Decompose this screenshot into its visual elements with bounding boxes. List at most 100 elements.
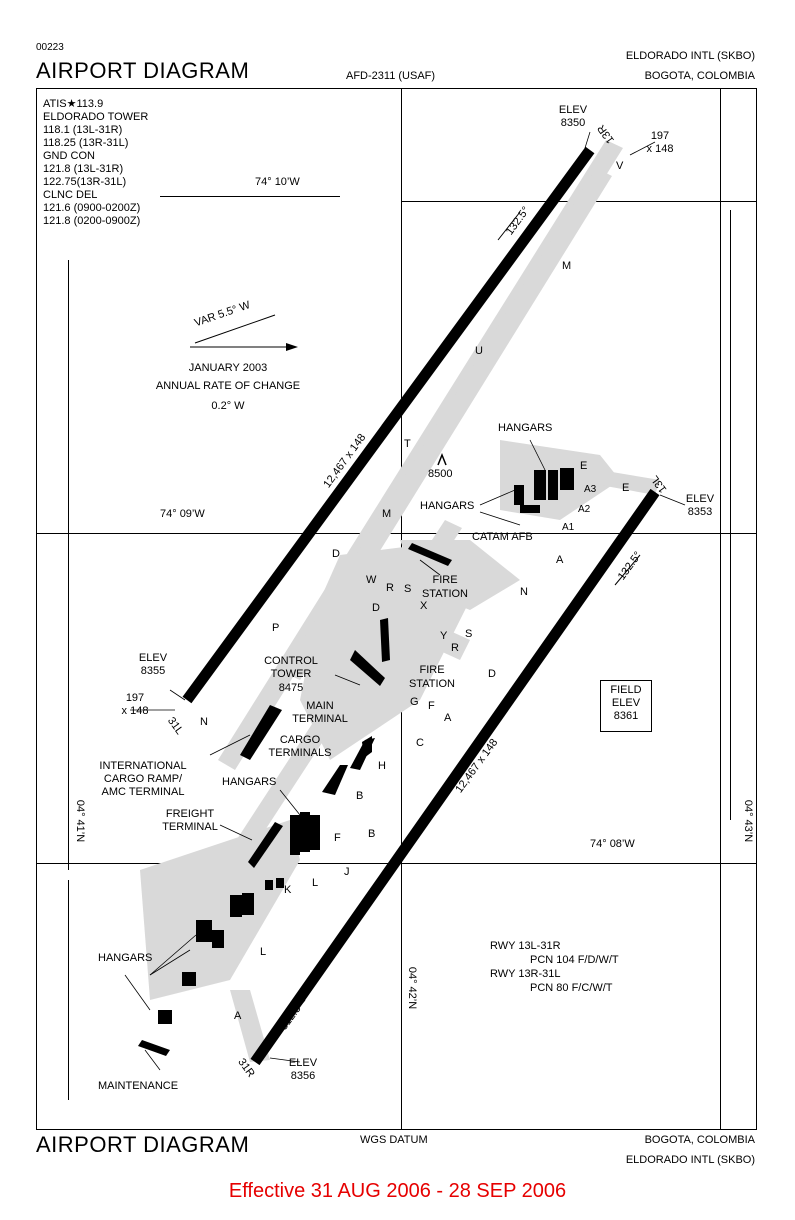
heading-arrow: [214, 629, 239, 661]
grid-line-vertical: [720, 89, 721, 1129]
taxiway-f-north: F: [428, 700, 435, 712]
label-fire-station-2a: FIRE: [419, 664, 445, 676]
taxiway-l-north: L: [312, 877, 319, 889]
elev-13l-value: 8353: [687, 506, 713, 518]
label-cargo-terminals-b: TERMINALS: [268, 747, 332, 759]
footer-airport: ELDORADO INTL (SKBO): [625, 1154, 755, 1166]
label-hangars-mid: HANGARS: [420, 500, 475, 512]
variation-rate-label: ANNUAL RATE OF CHANGE: [155, 380, 301, 392]
taxiway-a-north: A: [556, 554, 564, 566]
taxiway-a1: A1: [562, 522, 575, 533]
taxiway-r-south: R: [451, 642, 459, 654]
taxiway-d-south: D: [488, 668, 496, 680]
taxiway-j: J: [344, 866, 350, 878]
footer-title: AIRPORT DIAGRAM: [36, 1132, 250, 1157]
taxiway-t: T: [404, 438, 411, 450]
label-hangars-sw1: HANGARS: [222, 776, 277, 788]
label-freight-terminal-b: TERMINAL: [162, 821, 218, 833]
elev-31l-label: ELEV: [138, 652, 168, 664]
label-intl-cargo-b: CARGO RAMP/: [103, 773, 183, 785]
taxiway-f-south: F: [334, 832, 341, 844]
label-main-terminal-b: TERMINAL: [292, 713, 348, 725]
elev-13r-label: ELEV: [558, 104, 588, 116]
taxiway-y: Y: [440, 630, 448, 642]
heading-arrow: [497, 211, 521, 241]
pcn-runway-2: RWY 13R-31L: [490, 968, 561, 980]
freq-tower-2: 118.25 (13R-31L): [43, 137, 129, 149]
taxiway-l-south: L: [260, 946, 267, 958]
label-hangars-ne: HANGARS: [498, 422, 553, 434]
buildings: [138, 468, 574, 1056]
taxiway-p: P: [272, 622, 280, 634]
effective-dates: Effective 31 AUG 2006 - 28 SEP 2006: [228, 1180, 567, 1202]
displaced-13r-2: x 148: [646, 143, 674, 155]
label-intl-cargo-c: AMC TERMINAL: [101, 786, 185, 798]
longitude-1010: 74° 10’W: [255, 176, 300, 188]
grid-line-horizontal: [37, 533, 756, 534]
label-control-tower-a: CONTROL: [264, 655, 318, 667]
runway-13l-31r: [250, 488, 660, 1066]
freq-tower-1: 118.1 (13L-31R): [43, 124, 123, 136]
elev-13r-value: 8350: [560, 117, 586, 129]
freq-clearance-1: 121.6 (0900-0200Z): [43, 202, 141, 214]
taxiway-a2: A2: [578, 504, 591, 515]
pcn-runway-1: RWY 13L-31R: [490, 940, 561, 952]
latitude-41: 04° 41’N: [74, 799, 86, 843]
taxiway-d-mid: D: [372, 602, 380, 614]
taxiway-n-east: N: [520, 586, 528, 598]
taxiway-k: K: [284, 884, 292, 896]
obstacle-elevation: 8500: [428, 468, 453, 480]
freq-clearance-2: 121.8 (0200-0900Z): [43, 215, 141, 227]
variation-arrowhead: [286, 343, 298, 351]
field-elevation-box: FIELD ELEV 8361: [600, 680, 652, 732]
taxiway-d-north: D: [332, 548, 340, 560]
latitude-43: 04° 43’N: [742, 799, 754, 843]
pcn-runway-1-value: PCN 104 F/D/W/T: [530, 954, 619, 966]
border-ticks: [68, 196, 731, 1100]
leader-lines: [124, 131, 686, 1071]
label-catam: CATAM AFB: [472, 531, 533, 543]
displaced-31l-2: x 148: [121, 705, 149, 717]
variation-line: [194, 314, 276, 344]
freq-ground-1: 121.8 (13L-31R): [43, 163, 124, 175]
taxiway-e-east: E: [622, 482, 630, 494]
taxiway-b-north: B: [356, 790, 364, 802]
taxiway-s-north: S: [404, 583, 412, 595]
taxiway-a-mid: A: [444, 712, 452, 724]
freq-ground-2: 122.75(13R-31L): [43, 176, 127, 188]
footer-datum: WGS DATUM: [360, 1134, 428, 1146]
taxiway-a-south: A: [234, 1010, 242, 1022]
field-elev-l2: ELEV: [611, 697, 641, 709]
airport-name: ELDORADO INTL (SKBO): [625, 50, 755, 62]
freq-atis: ATIS★113.9: [43, 98, 104, 110]
taxiway-s-south: S: [465, 628, 473, 640]
taxiway-m-north: M: [562, 260, 572, 272]
footer-city: BOGOTA, COLOMBIA: [644, 1134, 755, 1146]
taxiway-x: X: [420, 600, 428, 612]
label-fire-station-2b: STATION: [408, 678, 456, 690]
displaced-31l-1: 197: [125, 692, 145, 704]
taxiway-m-south: M: [382, 508, 392, 520]
pavement: [140, 140, 660, 1062]
label-maintenance: MAINTENANCE: [98, 1080, 179, 1092]
field-elev-l1: FIELD: [610, 684, 642, 696]
label-control-tower-b: TOWER: [270, 668, 312, 680]
longitude-0808: 74° 08’W: [590, 838, 635, 850]
taxiway-c: C: [416, 737, 424, 749]
variation-date: JANUARY 2003: [188, 362, 268, 374]
freq-ground-label: GND CON: [43, 150, 95, 162]
variation-rate: 0.2° W: [211, 400, 245, 412]
elev-31r-label: ELEV: [288, 1057, 318, 1069]
label-fire-station-1b: STATION: [421, 588, 469, 600]
label-freight-terminal-a: FREIGHT: [165, 808, 215, 820]
freq-tower-label: ELDORADO TOWER: [43, 111, 149, 123]
taxiway-n-west: N: [200, 716, 208, 728]
displaced-13r-1: 197: [650, 130, 670, 142]
pcn-runway-2-value: PCN 80 F/C/W/T: [530, 982, 613, 994]
heading-arrow: [279, 999, 306, 1031]
field-elev-l3: 8361: [613, 710, 639, 722]
city-name: BOGOTA, COLOMBIA: [644, 70, 755, 82]
taxiway-u: U: [475, 345, 483, 357]
label-main-terminal-a: MAIN: [306, 700, 334, 712]
